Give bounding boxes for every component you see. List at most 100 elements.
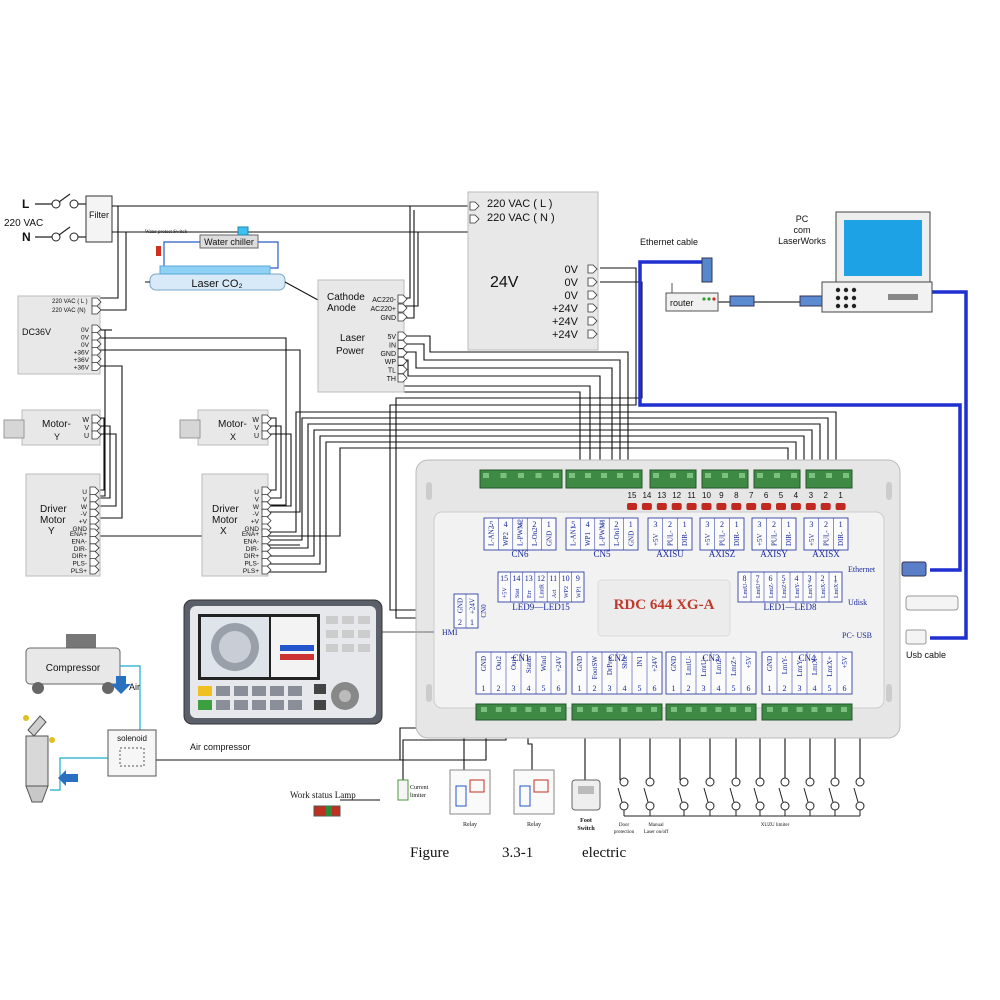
pin-terminal bbox=[91, 354, 102, 364]
solenoid-label: solenoid bbox=[117, 734, 147, 743]
cn2-num-4: 5 bbox=[638, 684, 642, 693]
pin-terminal bbox=[397, 356, 408, 366]
cn5-pin-1: WP1 bbox=[584, 532, 592, 547]
dc36-out-1: 0V bbox=[81, 335, 90, 342]
pin-terminal bbox=[587, 316, 598, 326]
led-indicator bbox=[820, 503, 831, 510]
led-indicator bbox=[656, 503, 667, 510]
psu-out-4: +24V bbox=[552, 316, 579, 328]
driver_y-pin-2: W bbox=[81, 504, 88, 511]
axisz-label: AXISZ bbox=[709, 549, 736, 559]
usb-plug bbox=[905, 629, 927, 645]
header-axisx bbox=[803, 517, 849, 551]
led-indicator bbox=[671, 503, 682, 510]
cn1-num-2: 3 bbox=[512, 684, 516, 693]
motor-x-title-2: X bbox=[230, 432, 236, 442]
caption-word: electric bbox=[582, 845, 626, 861]
driver_y-pin-3: -V bbox=[81, 511, 88, 518]
laser-power: Cathode Anode Laser Power AC220-AC220+GN… bbox=[317, 279, 408, 393]
ethernet-cable-label: Ethernet cable bbox=[640, 237, 698, 247]
driver_y-sig-2: DIR- bbox=[74, 546, 87, 553]
water-switch-label: Water protect Switch bbox=[145, 230, 188, 235]
led_left-num-0: 15 bbox=[500, 574, 508, 583]
led-number-14: 1 bbox=[838, 491, 843, 500]
led-number-9: 6 bbox=[764, 491, 769, 500]
cn4-pin-4: LmtX+ bbox=[826, 656, 834, 677]
led-indicator bbox=[746, 503, 757, 510]
cn3-num-1: 2 bbox=[687, 684, 691, 693]
axisu-pin-2: DIR- bbox=[681, 531, 689, 546]
led_left-num-3: 12 bbox=[537, 574, 545, 583]
driver-y-title-1: Driver bbox=[40, 504, 67, 515]
motor_x-pin-2: U bbox=[254, 433, 259, 440]
cn0-num-1: 1 bbox=[470, 618, 474, 627]
cn2-num-2: 3 bbox=[608, 684, 612, 693]
relay-2-label: Relay bbox=[527, 822, 541, 828]
psu-dc36v: 220 VAC ( L ) 220 VAC (N) DC36V 0V0V0V+3… bbox=[17, 295, 102, 375]
axisz-num-0: 3 bbox=[705, 520, 709, 529]
cn0-pin-0: GND bbox=[457, 598, 465, 613]
switch-contact bbox=[619, 801, 629, 811]
current-limiter-label-2: limiter bbox=[410, 793, 426, 799]
led-indicator bbox=[776, 503, 786, 510]
pin-terminal bbox=[89, 516, 100, 525]
cn3-num-5: 6 bbox=[747, 684, 751, 693]
cn6-pin-1: WP2 bbox=[502, 532, 510, 547]
motor_y-pin-0: W bbox=[82, 417, 89, 424]
driver-x: Driver Motor X UVW-V+VGNDENA+ENA-DIR-DIR… bbox=[201, 473, 272, 577]
cn5-num-4: 1 bbox=[629, 520, 633, 529]
motor-y-title-2: Y bbox=[54, 432, 60, 442]
laser-nozzle bbox=[25, 785, 49, 803]
mains-n-label: N bbox=[22, 230, 31, 244]
switch-contact bbox=[805, 777, 815, 787]
cn3-pin-3: LmtZ- bbox=[715, 655, 723, 674]
cn5-label: CN5 bbox=[593, 549, 611, 559]
cn2-pin-4: IN1 bbox=[636, 656, 644, 667]
header-cn5 bbox=[565, 517, 639, 551]
laser-power-title-1: Laser bbox=[340, 333, 366, 344]
pin-terminal bbox=[397, 373, 408, 383]
caption-figure: Figure bbox=[410, 845, 450, 861]
axisx-pin-0: +5V bbox=[808, 533, 816, 546]
driver_y-sig-5: PLS+ bbox=[71, 568, 87, 575]
lp-sig-pin-5: TH bbox=[387, 376, 396, 383]
switch-contact bbox=[705, 801, 715, 811]
psu-ac-l: 220 VAC ( L ) bbox=[487, 198, 552, 210]
solenoid-box bbox=[107, 729, 157, 777]
led_right-num-1: 7 bbox=[756, 574, 760, 583]
top-terminal-block bbox=[753, 469, 801, 489]
cn6-num-2: 3 bbox=[518, 520, 522, 529]
led-number-12: 3 bbox=[809, 491, 814, 500]
pin-terminal bbox=[469, 201, 480, 211]
cn3-num-4: 5 bbox=[732, 684, 736, 693]
led-number-11: 4 bbox=[794, 491, 799, 500]
header-led_left bbox=[497, 571, 585, 603]
pin-terminal bbox=[587, 329, 598, 339]
air-flow-arrow-icon bbox=[58, 770, 78, 786]
psu-24v: 220 VAC ( L ) 220 VAC ( N ) 24V 0V0V0V+2… bbox=[467, 191, 599, 351]
cn3-num-2: 3 bbox=[702, 684, 706, 693]
switch-contact bbox=[830, 801, 840, 811]
axisx-pin-2: DIR- bbox=[837, 531, 845, 546]
led_right-pin-4: LmtY- bbox=[795, 582, 801, 598]
pin-terminal bbox=[397, 365, 408, 374]
bottom-terminal-block bbox=[665, 703, 757, 721]
pin-terminal bbox=[261, 558, 272, 567]
current-limiter-label-1: Current bbox=[410, 785, 429, 791]
pin-terminal bbox=[89, 486, 100, 496]
cn2-num-1: 2 bbox=[593, 684, 597, 693]
motor-x: Motor- X WVU bbox=[179, 409, 272, 446]
filter-label: Filter bbox=[89, 210, 109, 220]
led_left-num-5: 10 bbox=[562, 574, 570, 583]
work-lamp-label: Work status Lamp bbox=[290, 790, 356, 800]
controller-model: RDC 644 XG-A bbox=[614, 597, 715, 613]
lp-sig-pin-1: IN bbox=[389, 342, 396, 349]
network: Ethernet cable router PC com LaserWorks … bbox=[638, 211, 968, 660]
axisy-pin-2: DIR- bbox=[785, 531, 793, 546]
top-terminal-block bbox=[805, 469, 853, 489]
lp-sig-pin-4: TL bbox=[388, 368, 396, 375]
led-indicator bbox=[805, 503, 816, 510]
dc36-title: DC36V bbox=[22, 327, 51, 337]
